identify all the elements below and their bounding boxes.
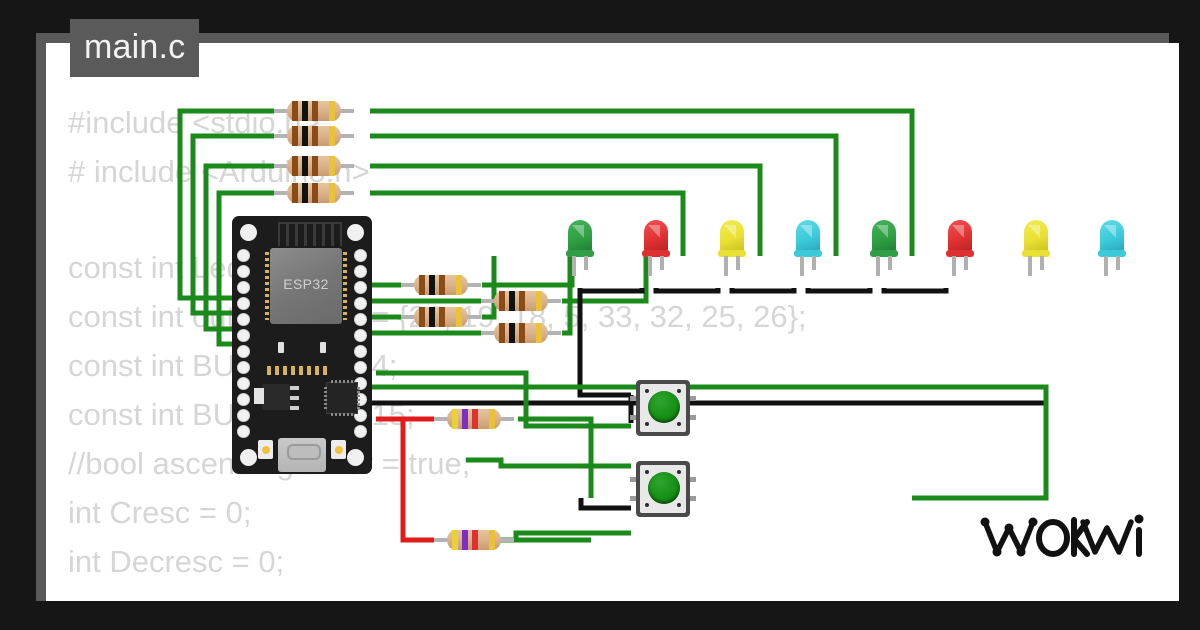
led-6[interactable]	[945, 220, 975, 276]
led-5[interactable]	[869, 220, 899, 276]
resistor-button-2[interactable]	[434, 527, 514, 553]
board-label: ESP32	[283, 276, 329, 292]
resistor-led-3[interactable]	[274, 153, 354, 179]
diagram-canvas[interactable]: #include <stdio.h> # include <Arduino.h>…	[46, 43, 1179, 601]
led-7[interactable]	[1021, 220, 1051, 276]
resistor-led-8[interactable]	[481, 320, 561, 346]
wokwi-logo-svg	[980, 514, 1144, 557]
pushbutton-1[interactable]	[630, 377, 696, 439]
filename-badge: main.c	[70, 19, 200, 77]
resistor-led-4[interactable]	[274, 180, 354, 206]
resistor-led-2[interactable]	[274, 123, 354, 149]
wire-layer	[177, 108, 1049, 543]
boot-button[interactable]	[258, 440, 273, 459]
wokwi-logo	[979, 508, 1149, 569]
led-3[interactable]	[717, 220, 747, 276]
usb-connector	[278, 438, 326, 472]
led-2[interactable]	[641, 220, 671, 276]
usb-uart-chip	[324, 380, 360, 416]
resistor-led-5[interactable]	[401, 272, 481, 298]
esp32-board[interactable]: ESP32	[232, 216, 372, 474]
esp32-module: ESP32	[270, 248, 342, 324]
resistor-led-6[interactable]	[481, 288, 561, 314]
resistor-led-1[interactable]	[274, 98, 354, 124]
pushbutton-2[interactable]	[630, 458, 696, 520]
reset-button[interactable]	[331, 440, 346, 459]
resistor-led-7[interactable]	[401, 304, 481, 330]
led-4[interactable]	[793, 220, 823, 276]
wifi-antenna-icon	[278, 222, 342, 246]
led-1[interactable]	[565, 220, 595, 276]
resistor-button-1[interactable]	[434, 406, 514, 432]
led-8[interactable]	[1097, 220, 1127, 276]
